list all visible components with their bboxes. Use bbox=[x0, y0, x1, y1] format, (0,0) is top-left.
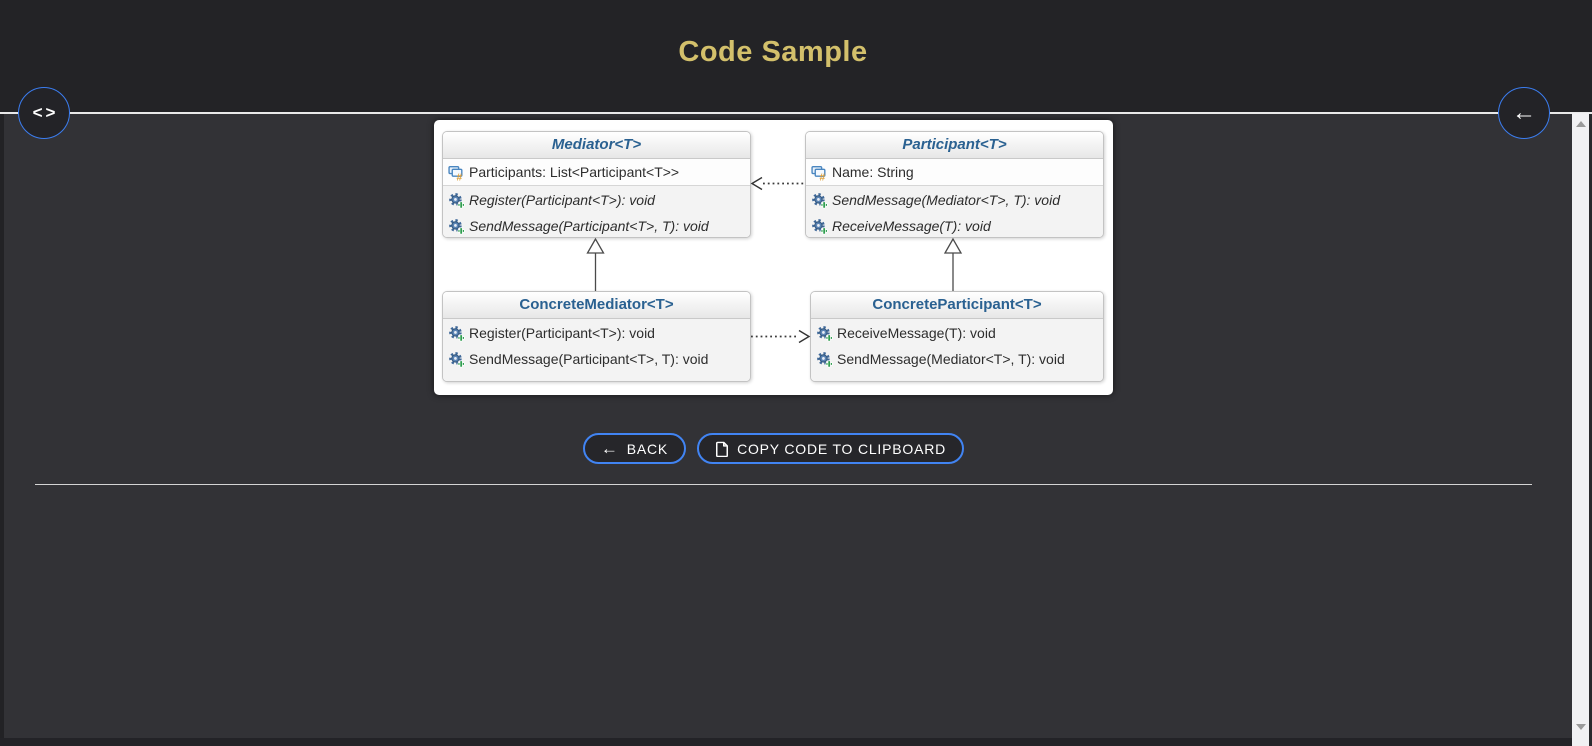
class-title: ConcreteParticipant<T> bbox=[811, 292, 1103, 319]
dependency-arrowhead bbox=[750, 176, 763, 191]
field-icon: # bbox=[811, 164, 828, 181]
method-row: ReceiveMessage(T): void bbox=[806, 213, 1103, 237]
class-box-concrete-participant: ConcreteParticipant<T> ReceiveMessage(T)… bbox=[810, 291, 1104, 382]
methods-section: Register(Participant<T>): void SendMessa… bbox=[443, 319, 750, 381]
method-icon bbox=[448, 351, 465, 368]
method-row: SendMessage(Participant<T>, T): void bbox=[443, 346, 750, 372]
copy-code-button[interactable]: COPY CODE TO CLIPBOARD bbox=[697, 433, 965, 464]
class-title: ConcreteMediator<T> bbox=[443, 292, 750, 319]
inheritance-arrowhead bbox=[943, 237, 963, 254]
back-button[interactable]: ← BACK bbox=[582, 433, 687, 464]
copy-document-icon bbox=[715, 441, 729, 457]
class-title: Mediator<T> bbox=[443, 132, 750, 159]
code-icon: <> bbox=[32, 103, 59, 122]
method-icon bbox=[811, 192, 828, 209]
method-text: SendMessage(Participant<T>, T): void bbox=[469, 218, 709, 234]
svg-text:#: # bbox=[457, 172, 463, 181]
action-button-row: ← BACK COPY CODE TO CLIPBOARD bbox=[0, 433, 1547, 464]
window-left-edge bbox=[0, 114, 4, 746]
app-header: Code Sample bbox=[0, 0, 1592, 114]
method-row: SendMessage(Mediator<T>, T): void bbox=[806, 187, 1103, 213]
method-icon bbox=[816, 325, 833, 342]
method-row: ReceiveMessage(T): void bbox=[811, 320, 1103, 346]
class-box-participant: Participant<T> # Name: String SendMessag… bbox=[805, 131, 1104, 238]
method-icon bbox=[448, 192, 465, 209]
method-text: ReceiveMessage(T): void bbox=[832, 218, 991, 234]
field-icon: # bbox=[448, 164, 465, 181]
method-text: Register(Participant<T>): void bbox=[469, 325, 655, 341]
vertical-scrollbar[interactable] bbox=[1572, 113, 1589, 746]
method-text: SendMessage(Mediator<T>, T): void bbox=[832, 192, 1060, 208]
methods-section: Register(Participant<T>): void SendMessa… bbox=[443, 186, 750, 237]
back-arrow-icon: ← bbox=[600, 439, 619, 458]
method-text: Register(Participant<T>): void bbox=[469, 192, 655, 208]
field-text: Participants: List<Participant<T>> bbox=[469, 164, 680, 180]
copy-code-button-label: COPY CODE TO CLIPBOARD bbox=[737, 440, 947, 457]
method-icon bbox=[811, 218, 828, 235]
method-text: SendMessage(Participant<T>, T): void bbox=[469, 351, 709, 367]
scroll-down-button[interactable] bbox=[1572, 718, 1589, 735]
dependency-arrowhead bbox=[798, 329, 811, 344]
method-text: SendMessage(Mediator<T>, T): void bbox=[837, 351, 1065, 367]
window-bottom-edge bbox=[0, 738, 1572, 746]
method-row: Register(Participant<T>): void bbox=[443, 320, 750, 346]
field-row: # Participants: List<Participant<T>> bbox=[443, 159, 750, 186]
page-title: Code Sample bbox=[678, 36, 868, 68]
toggle-code-view-button[interactable]: <> bbox=[18, 87, 70, 139]
uml-diagram-panel: Mediator<T> # Participants: List<Partici… bbox=[434, 120, 1113, 395]
method-row: Register(Participant<T>): void bbox=[443, 187, 750, 213]
method-icon bbox=[448, 325, 465, 342]
back-navigation-button[interactable]: ← bbox=[1498, 87, 1550, 139]
inheritance-arrowhead bbox=[586, 237, 605, 254]
method-row: SendMessage(Participant<T>, T): void bbox=[443, 213, 750, 237]
scroll-up-arrow-icon bbox=[1575, 120, 1586, 127]
back-arrow-icon: ← bbox=[1512, 99, 1536, 126]
methods-section: ReceiveMessage(T): void SendMessage(Medi… bbox=[811, 319, 1103, 381]
class-box-mediator: Mediator<T> # Participants: List<Partici… bbox=[442, 131, 751, 238]
method-text: ReceiveMessage(T): void bbox=[837, 325, 996, 341]
scroll-down-arrow-icon bbox=[1575, 723, 1586, 730]
window-right-edge bbox=[1589, 113, 1592, 746]
method-icon bbox=[448, 218, 465, 235]
scroll-up-button[interactable] bbox=[1572, 115, 1589, 132]
methods-section: SendMessage(Mediator<T>, T): void Receiv… bbox=[806, 186, 1103, 237]
field-row: # Name: String bbox=[806, 159, 1103, 186]
method-icon bbox=[816, 351, 833, 368]
section-divider bbox=[35, 484, 1532, 485]
class-box-concrete-mediator: ConcreteMediator<T> Register(Participant… bbox=[442, 291, 751, 382]
field-text: Name: String bbox=[832, 164, 914, 180]
svg-text:#: # bbox=[820, 172, 826, 181]
method-row: SendMessage(Mediator<T>, T): void bbox=[811, 346, 1103, 372]
back-button-label: BACK bbox=[626, 440, 669, 457]
class-title: Participant<T> bbox=[806, 132, 1103, 159]
